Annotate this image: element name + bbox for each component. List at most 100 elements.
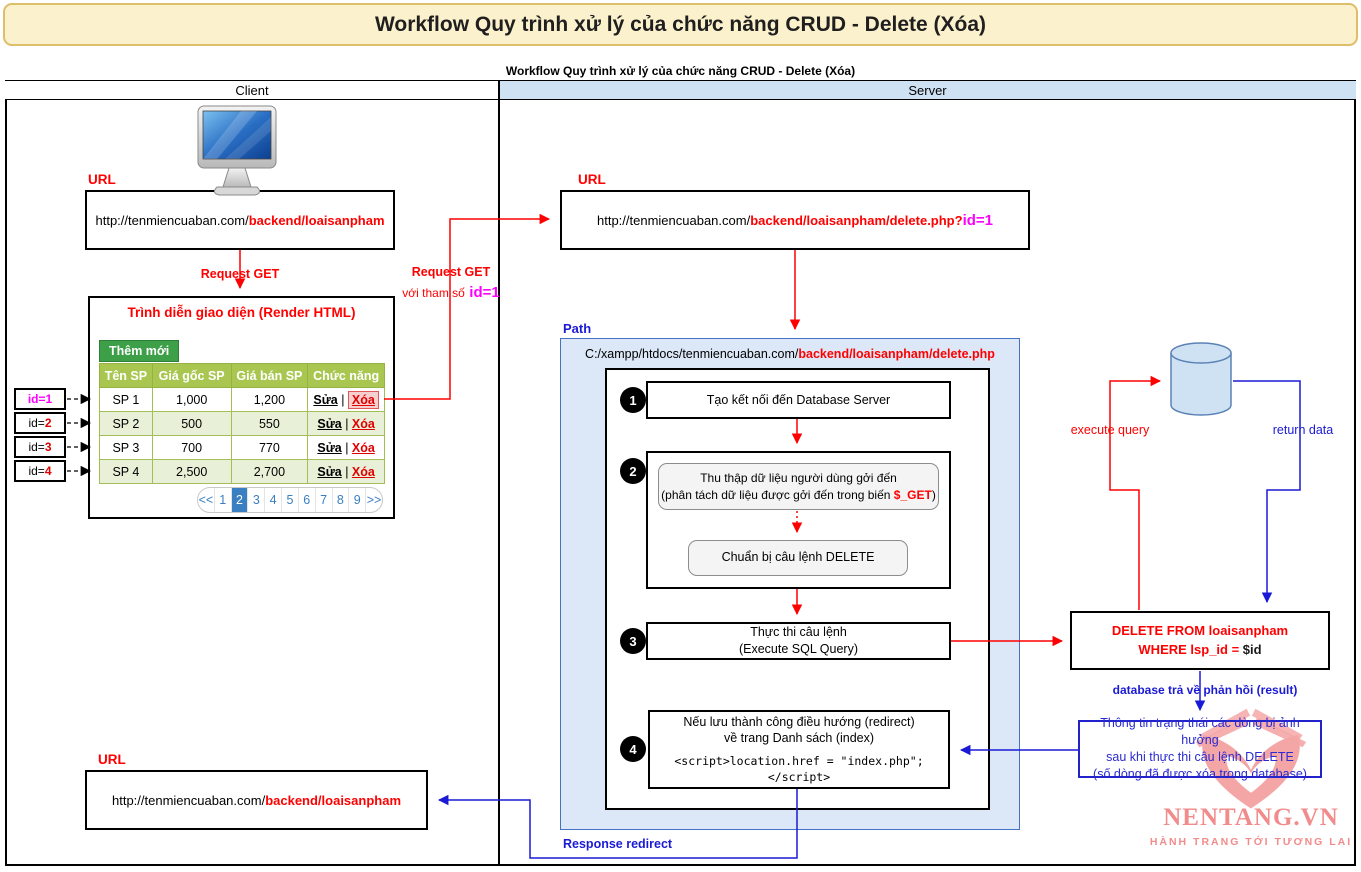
sql-statement-box: DELETE FROM loaisanpham WHERE lsp_id = $… — [1070, 611, 1330, 670]
bottom-url-box: http://tenmiencuaban.com/backend/loaisan… — [85, 770, 428, 830]
step-4-line2: về trang Danh sách (index) — [723, 731, 875, 746]
sql-line2-var: $id — [1242, 641, 1262, 657]
url-path: backend/loaisanpham — [248, 212, 385, 228]
request-param-label: Request GET với tham số id=1 — [385, 263, 517, 304]
render-html-title: Trình diễn giao diện (Render HTML) — [127, 305, 356, 320]
delete-link[interactable]: Xóa — [347, 390, 379, 409]
url-param: id=1 — [962, 211, 994, 229]
collect-line1: Thu thập dữ liệu người dùng gởi đến — [700, 470, 897, 485]
path-plain: C:/xampp/htdocs/tenmiencuaban.com/ — [585, 347, 799, 361]
pagination-item[interactable]: << — [198, 488, 215, 512]
database-icon — [1170, 342, 1232, 416]
response-redirect-label: Response redirect — [563, 837, 673, 851]
id-label: id=2 — [14, 412, 66, 434]
table-cell: 1,000 — [151, 387, 232, 412]
banner: Workflow Quy trình xử lý của chức năng C… — [3, 3, 1358, 46]
pagination-item[interactable]: 7 — [316, 488, 333, 512]
step-3-box: Thực thi câu lệnh (Execute SQL Query) — [646, 622, 951, 660]
step-4-code: <script>location.href = "index.php";</sc… — [674, 754, 924, 784]
table-cell: 2,700 — [230, 459, 309, 484]
pagination-item[interactable]: 4 — [265, 488, 283, 512]
pagination-item[interactable]: 3 — [248, 488, 266, 512]
collect-line2-var: $_GET — [893, 487, 932, 502]
pagination-item[interactable]: 9 — [349, 488, 367, 512]
delete-link[interactable]: Xóa — [351, 464, 375, 479]
request-param-line2: với tham số — [402, 286, 465, 301]
status-info-box: Thông tin trạng thái các dòng bị ảnh hưở… — [1078, 716, 1322, 781]
id-label: id=1 — [14, 388, 66, 410]
collect-data-box: Thu thập dữ liệu người dùng gởi đến (phâ… — [658, 463, 939, 510]
lane-header-server: Server — [499, 81, 1356, 100]
table-header-cell: Giá gốc SP — [151, 363, 232, 388]
step-3-line1: Thực thi câu lệnh — [750, 625, 847, 640]
table-cell-actions: Sửa | Xóa — [307, 435, 385, 460]
pagination-item[interactable]: 1 — [215, 488, 232, 512]
lane-divider — [498, 81, 500, 866]
lane-header-client: Client — [5, 81, 499, 100]
client-url-label: URL — [88, 172, 116, 187]
table-cell: SP 4 — [99, 459, 153, 484]
db-result-label: database trả về phản hồi (result) — [1112, 683, 1298, 697]
pagination-item[interactable]: >> — [366, 493, 382, 507]
sql-line1: DELETE FROM loaisanpham — [1111, 623, 1289, 639]
pagination-item[interactable]: 6 — [299, 488, 316, 512]
pagination-item[interactable]: 2 — [231, 488, 249, 512]
request-param-line1: Request GET — [411, 265, 491, 279]
collect-line2-suffix: ) — [931, 487, 936, 502]
prepare-delete-box: Chuẩn bị câu lệnh DELETE — [688, 540, 908, 576]
edit-link[interactable]: Sửa — [317, 416, 342, 431]
watermark-brand: NENTANG.VN — [1163, 804, 1339, 831]
status-line1: Thông tin trạng thái các dòng bị ảnh hưở… — [1100, 716, 1300, 748]
url-plain: http://tenmiencuaban.com/ — [596, 212, 751, 228]
table-cell: 1,200 — [230, 387, 309, 412]
step-3-line2: (Execute SQL Query) — [738, 642, 859, 656]
status-line3: (số dòng đã được xóa trong database) — [1093, 766, 1307, 781]
bottom-url-label: URL — [98, 752, 126, 767]
table-header-cell: Chức năng — [307, 363, 385, 388]
pagination-item[interactable]: 5 — [282, 488, 299, 512]
nentang-logo-icon — [1195, 708, 1307, 809]
table-cell: SP 2 — [99, 411, 153, 436]
delete-link[interactable]: Xóa — [351, 416, 375, 431]
url-path: backend/loaisanpham/delete.php? — [750, 212, 963, 228]
pagination-item[interactable]: 8 — [333, 488, 350, 512]
table-cell: SP 3 — [99, 435, 153, 460]
sql-line2-where: WHERE lsp_id = — [1138, 641, 1243, 657]
table-cell: SP 1 — [99, 387, 153, 412]
url-plain: http://tenmiencuaban.com/ — [95, 212, 249, 228]
url-path: backend/loaisanpham — [265, 792, 402, 808]
edit-link[interactable]: Sửa — [317, 440, 342, 455]
step-2-badge: 2 — [620, 458, 646, 484]
table-cell-actions: Sửa | Xóa — [307, 411, 385, 436]
execute-query-label: execute query — [1070, 423, 1150, 437]
delete-link[interactable]: Xóa — [351, 440, 375, 455]
table-cell: 550 — [230, 411, 309, 436]
server-url-label: URL — [578, 172, 606, 187]
request-param-value: id=1 — [469, 284, 500, 302]
page-title: Workflow Quy trình xử lý của chức năng C… — [374, 12, 987, 36]
table-cell: 2,500 — [151, 459, 232, 484]
client-url-box: http://tenmiencuaban.com/backend/loaisan… — [85, 190, 395, 250]
url-plain: http://tenmiencuaban.com/ — [111, 792, 266, 808]
id-label: id=4 — [14, 460, 66, 482]
table-header-cell: Tên SP — [99, 363, 153, 388]
path-highlight: backend/loaisanpham/delete.php — [798, 347, 995, 361]
step-4-box: Nếu lưu thành công điều hướng (redirect)… — [648, 710, 950, 789]
add-new-button[interactable]: Thêm mới — [99, 340, 180, 362]
watermark: NENTANG.VN HÀNH TRANG TỚI TƯƠNG LAI — [1145, 700, 1357, 865]
step-1-text: Tạo kết nối đến Database Server — [706, 392, 891, 407]
step-4-line1: Nếu lưu thành công điều hướng (redirect) — [683, 714, 915, 729]
edit-link[interactable]: Sửa — [313, 392, 338, 407]
edit-link[interactable]: Sửa — [317, 464, 342, 479]
return-data-label: return data — [1272, 423, 1334, 437]
diagram-subtitle: Workflow Quy trình xử lý của chức năng C… — [5, 62, 1356, 81]
path-text: C:/xampp/htdocs/tenmiencuaban.com/backen… — [560, 347, 1020, 361]
table-cell: 770 — [230, 435, 309, 460]
table-header-cell: Giá bán SP — [230, 363, 309, 388]
